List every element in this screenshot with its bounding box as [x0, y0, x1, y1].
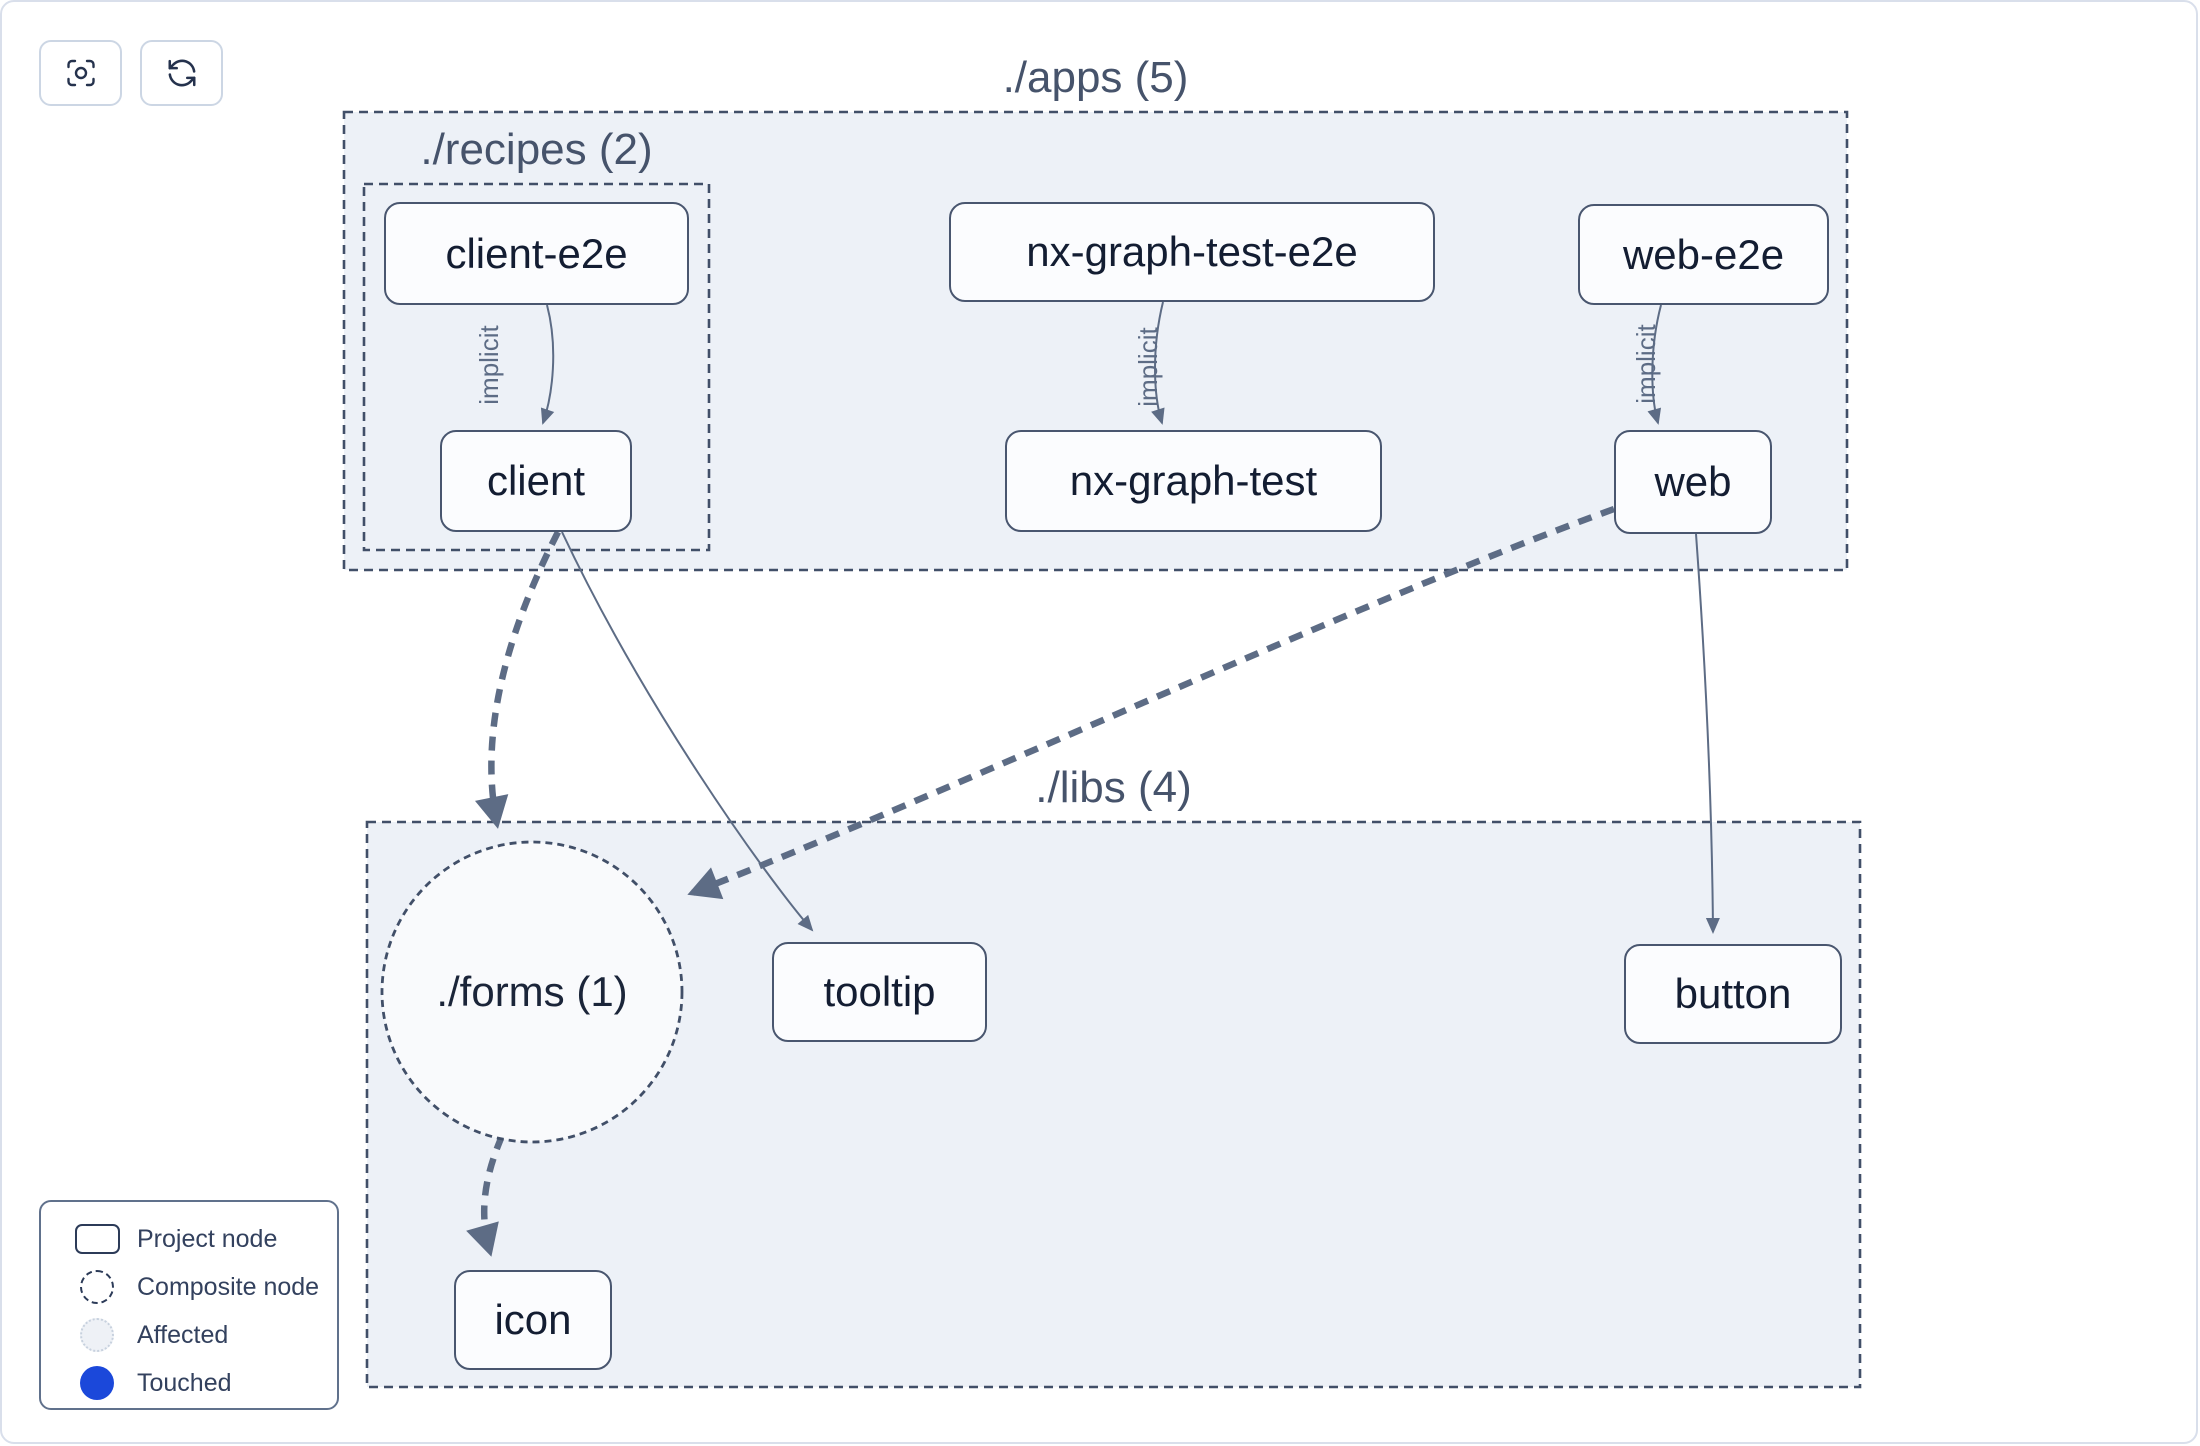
center-graph-button[interactable] — [39, 40, 122, 106]
refresh-button[interactable] — [140, 40, 223, 106]
touched-swatch-icon — [67, 1366, 127, 1400]
edge-client-e2e-to-client[interactable] — [540, 304, 555, 425]
edge-client-to-tooltip[interactable] — [561, 531, 814, 932]
edge-web-to-forms[interactable] — [687, 505, 1616, 900]
node-nx-graph-test[interactable]: nx-graph-test — [1005, 430, 1382, 532]
affected-swatch-icon — [67, 1318, 127, 1352]
project-node-swatch-icon — [67, 1224, 127, 1254]
composite-node-forms[interactable] — [380, 840, 684, 1144]
node-nx-graph-test-e2e[interactable]: nx-graph-test-e2e — [949, 202, 1435, 302]
legend-item-touched: Touched — [67, 1360, 337, 1406]
refresh-icon — [167, 59, 196, 87]
legend-item-affected: Affected — [67, 1312, 337, 1358]
legend-item-project-node: Project node — [67, 1216, 337, 1262]
composite-node-forms-label[interactable]: ./forms (1) — [436, 968, 628, 1015]
edge-nx-graph-test-e2e-to-nx-graph-test[interactable] — [1151, 301, 1165, 425]
node-button[interactable]: button — [1624, 944, 1842, 1044]
node-web[interactable]: web — [1614, 430, 1772, 534]
edge-client-to-forms[interactable] — [474, 530, 561, 829]
legend-item-composite-node: Composite node — [67, 1264, 337, 1310]
legend-label: Affected — [137, 1320, 229, 1349]
node-tooltip[interactable]: tooltip — [772, 942, 987, 1042]
node-web-e2e[interactable]: web-e2e — [1578, 204, 1829, 305]
legend-label: Composite node — [137, 1272, 320, 1301]
legend-label: Project node — [137, 1224, 278, 1253]
legend: Project node Composite node Affected Tou… — [39, 1200, 339, 1410]
edge-forms-to-icon[interactable] — [466, 1134, 505, 1257]
edge-web-to-button[interactable] — [1695, 533, 1720, 934]
composite-node-swatch-icon — [67, 1270, 127, 1304]
legend-label: Touched — [137, 1368, 232, 1397]
focus-icon — [66, 59, 95, 87]
node-client[interactable]: client — [440, 430, 632, 532]
group-recipes[interactable] — [362, 182, 711, 552]
node-icon[interactable]: icon — [454, 1270, 612, 1370]
node-client-e2e[interactable]: client-e2e — [384, 202, 689, 305]
edge-web-e2e-to-web[interactable] — [1647, 304, 1662, 425]
